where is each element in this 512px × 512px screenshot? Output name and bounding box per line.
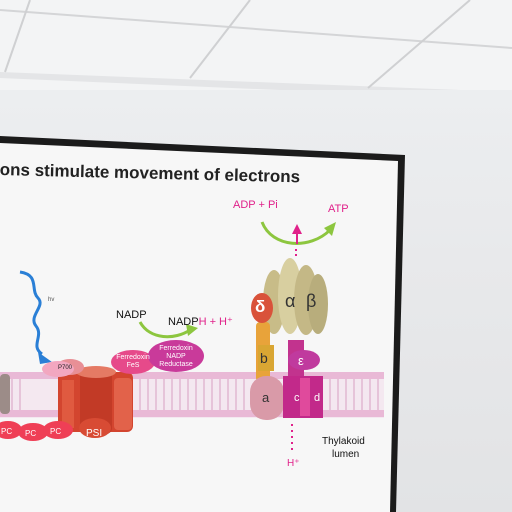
ceiling-grid-line <box>4 0 31 73</box>
pc-blob <box>43 421 73 439</box>
pc-label: PC <box>25 429 37 438</box>
ferredoxin-reductase-label: Ferredoxin NADP Reductase <box>159 345 193 368</box>
c-subunit-label: c <box>294 392 300 404</box>
nadph-label: NADPH + H⁺ <box>168 315 233 328</box>
lumen-label: lumen <box>332 449 360 460</box>
atp-label: ATP <box>328 203 349 215</box>
pc-label: PC <box>50 427 62 436</box>
a-subunit-label: a <box>262 390 270 405</box>
psi-complex <box>42 359 133 438</box>
light-arrow-head <box>38 352 52 364</box>
ceiling-grid-line <box>189 0 251 79</box>
beta-label: β <box>306 291 317 311</box>
ferredoxin-reductase-blob <box>148 340 204 372</box>
alpha-label: α <box>285 291 296 311</box>
p700-label: P700 <box>58 365 73 371</box>
atp-synthase <box>250 258 328 420</box>
nadph-suffix: H + H⁺ <box>198 316 233 328</box>
pc-blob <box>0 421 22 439</box>
ferredoxin-fes-blob <box>111 350 155 374</box>
thylakoid-membrane <box>0 372 384 418</box>
left-protein <box>0 374 10 414</box>
hplus-label: H⁺ <box>287 458 300 469</box>
adp-atp-arrow-head <box>324 222 336 236</box>
proton-up-arrow-head <box>292 224 302 234</box>
pc-label: PC <box>1 427 13 436</box>
ferredoxin-fes-label: Ferredoxin FeS <box>116 354 150 369</box>
epsilon-label: ε <box>298 353 304 368</box>
ceiling-grid-line <box>367 0 471 89</box>
b-subunit-label: b <box>260 350 268 366</box>
nadp-arrow <box>138 321 191 339</box>
nadp-label: NADP <box>116 309 147 321</box>
nadph-prefix: NADP <box>168 316 199 328</box>
delta-label: δ <box>255 297 266 316</box>
hv-label: hv <box>48 297 55 303</box>
nadp-arrow-head <box>186 324 198 336</box>
psi-label: PSI <box>86 428 103 439</box>
light-wave <box>19 270 43 356</box>
thylakoid-label: Thylakoid <box>322 436 365 447</box>
pc-blob <box>18 423 48 441</box>
d-subunit-label: d <box>314 392 321 404</box>
ceiling <box>0 0 512 100</box>
adp-atp-arrow <box>260 221 332 245</box>
adp-pi-label: ADP + Pi <box>233 199 278 211</box>
ceiling-grid-line <box>0 9 512 49</box>
